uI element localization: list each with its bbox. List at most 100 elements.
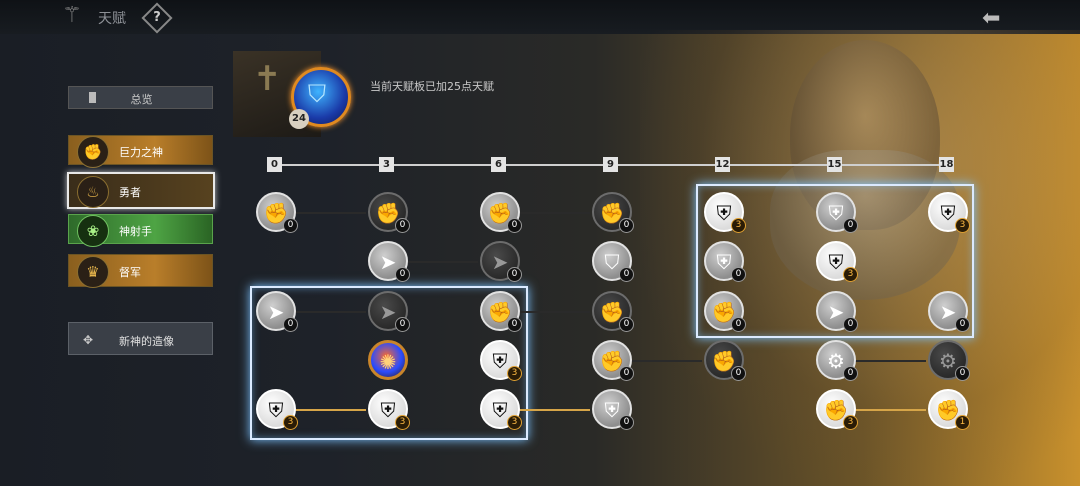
talent-node[interactable]: ➤0 <box>816 291 858 332</box>
talent-node[interactable]: ⛨0 <box>592 389 634 430</box>
talent-core-node[interactable]: ✺ <box>368 340 408 380</box>
talent-group-right <box>696 184 974 338</box>
talent-node[interactable]: ⛨0 <box>816 192 858 233</box>
talent-count: 0 <box>283 317 298 332</box>
talent-group-left <box>250 286 528 440</box>
overview-label: 总览 <box>130 93 153 106</box>
talent-logo-icon: ⚚ <box>62 3 82 28</box>
talent-node[interactable]: ➤0 <box>368 291 410 332</box>
talent-link <box>630 360 702 362</box>
talent-count: 3 <box>955 218 970 233</box>
hero-face <box>790 40 940 230</box>
talent-link-active <box>854 409 926 411</box>
fist-icon: ✊ <box>480 291 520 331</box>
talent-link-active <box>518 409 590 411</box>
talent-node[interactable]: ✊0 <box>592 340 634 381</box>
talent-node[interactable]: ✊0 <box>704 291 746 332</box>
top-bar: ⚚ 天赋 ? ⬅ <box>0 0 1080 34</box>
statue-label: 新神的造像 <box>119 335 174 348</box>
level-badge: 24 <box>289 109 309 129</box>
talent-node[interactable]: ⛨3 <box>480 340 522 381</box>
talent-node[interactable]: ✊3 <box>816 389 858 430</box>
new-god-statue-button[interactable]: ✥ 新神的造像 <box>68 322 213 355</box>
talent-node[interactable]: ✊0 <box>480 291 522 332</box>
talent-node[interactable]: ⚙0 <box>928 340 970 381</box>
hero-beard <box>770 150 960 300</box>
orb-icon: ✺ <box>368 340 408 380</box>
talent-count: 3 <box>843 415 858 430</box>
talent-node[interactable]: ✊0 <box>592 192 634 233</box>
talent-node[interactable]: ✊0 <box>704 340 746 381</box>
talent-node[interactable]: ⛨3 <box>368 389 410 430</box>
talent-count: 0 <box>843 317 858 332</box>
armor-icon: ⛨ <box>480 340 520 380</box>
help-icon: ? <box>153 10 161 25</box>
talent-node[interactable]: ➤0 <box>256 291 298 332</box>
talent-link <box>854 360 926 362</box>
talent-count: 0 <box>619 267 634 282</box>
fist-icon: ✊ <box>592 291 632 331</box>
talent-count: 0 <box>395 218 410 233</box>
fist-icon: ✊ <box>77 136 109 168</box>
talent-count: 0 <box>507 317 522 332</box>
tab-marksman[interactable]: ❀ 神射手 <box>68 214 213 247</box>
talent-link <box>518 212 590 214</box>
tab-label: 勇者 <box>119 186 141 199</box>
talent-count: 0 <box>955 366 970 381</box>
swirl-icon: ❀ <box>77 215 109 247</box>
talent-node[interactable]: ⛨3 <box>480 389 522 430</box>
talent-node[interactable]: ✊0 <box>368 192 410 233</box>
talent-node[interactable]: ⛨0 <box>704 241 746 282</box>
talent-link-active <box>294 409 366 411</box>
tab-label: 督军 <box>119 266 141 279</box>
back-button[interactable]: ⬅ <box>982 6 1001 31</box>
overview-button[interactable]: 总览 <box>68 86 213 109</box>
talent-node[interactable]: ➤0 <box>928 291 970 332</box>
talent-count: 0 <box>619 218 634 233</box>
talent-node[interactable]: ✊1 <box>928 389 970 430</box>
tab-brave[interactable]: ♨ 勇者 <box>67 172 215 209</box>
talent-node[interactable]: ➤0 <box>480 241 522 282</box>
talent-node[interactable]: ➤0 <box>368 241 410 282</box>
talent-count: 0 <box>507 218 522 233</box>
talent-count: 3 <box>731 218 746 233</box>
armor-icon: ⛨ <box>480 389 520 429</box>
talent-count: 3 <box>395 415 410 430</box>
scale-tick: 12 <box>715 157 730 172</box>
talent-count: 0 <box>507 267 522 282</box>
talent-count: 0 <box>619 366 634 381</box>
talent-count: 0 <box>843 218 858 233</box>
talent-count: 0 <box>619 317 634 332</box>
bookmark-icon <box>89 92 96 103</box>
tab-giant-god[interactable]: ✊ 巨力之神 <box>68 135 213 168</box>
talent-node[interactable]: ⚙0 <box>816 340 858 381</box>
talent-count: 3 <box>507 366 522 381</box>
talent-count: 3 <box>843 267 858 282</box>
talent-node[interactable]: ⛨3 <box>256 389 298 430</box>
talent-count: 1 <box>955 415 970 430</box>
shield-icon: ⛉ <box>592 241 632 281</box>
scale-tick: 0 <box>267 157 282 172</box>
cog-icon: ⚙ <box>928 340 968 380</box>
talent-node[interactable]: ⛉0 <box>592 241 634 282</box>
talent-node[interactable]: ✊0 <box>256 192 298 233</box>
page-title: 天赋 <box>98 11 126 27</box>
tab-label: 神射手 <box>119 225 152 238</box>
talent-count: 0 <box>843 366 858 381</box>
talent-node[interactable]: ✊0 <box>592 291 634 332</box>
talent-node[interactable]: ⛨3 <box>928 192 970 233</box>
fist-icon: ✊ <box>480 192 520 232</box>
flame-icon: ♨ <box>77 176 109 208</box>
talent-emblem: ✝ ⛉ 24 <box>233 51 351 137</box>
tab-warlord[interactable]: ♛ 督军 <box>68 254 213 288</box>
talent-node[interactable]: ⛨3 <box>816 241 858 282</box>
talent-node[interactable]: ✊0 <box>480 192 522 233</box>
talent-count: 0 <box>619 415 634 430</box>
help-button[interactable]: ? <box>141 2 173 34</box>
fist-icon: ✊ <box>704 291 744 331</box>
talent-node[interactable]: ⛨3 <box>704 192 746 233</box>
talent-count: 0 <box>731 267 746 282</box>
armor-icon: ⛨ <box>256 389 296 429</box>
scale-tick: 15 <box>827 157 842 172</box>
talent-count: 3 <box>283 415 298 430</box>
